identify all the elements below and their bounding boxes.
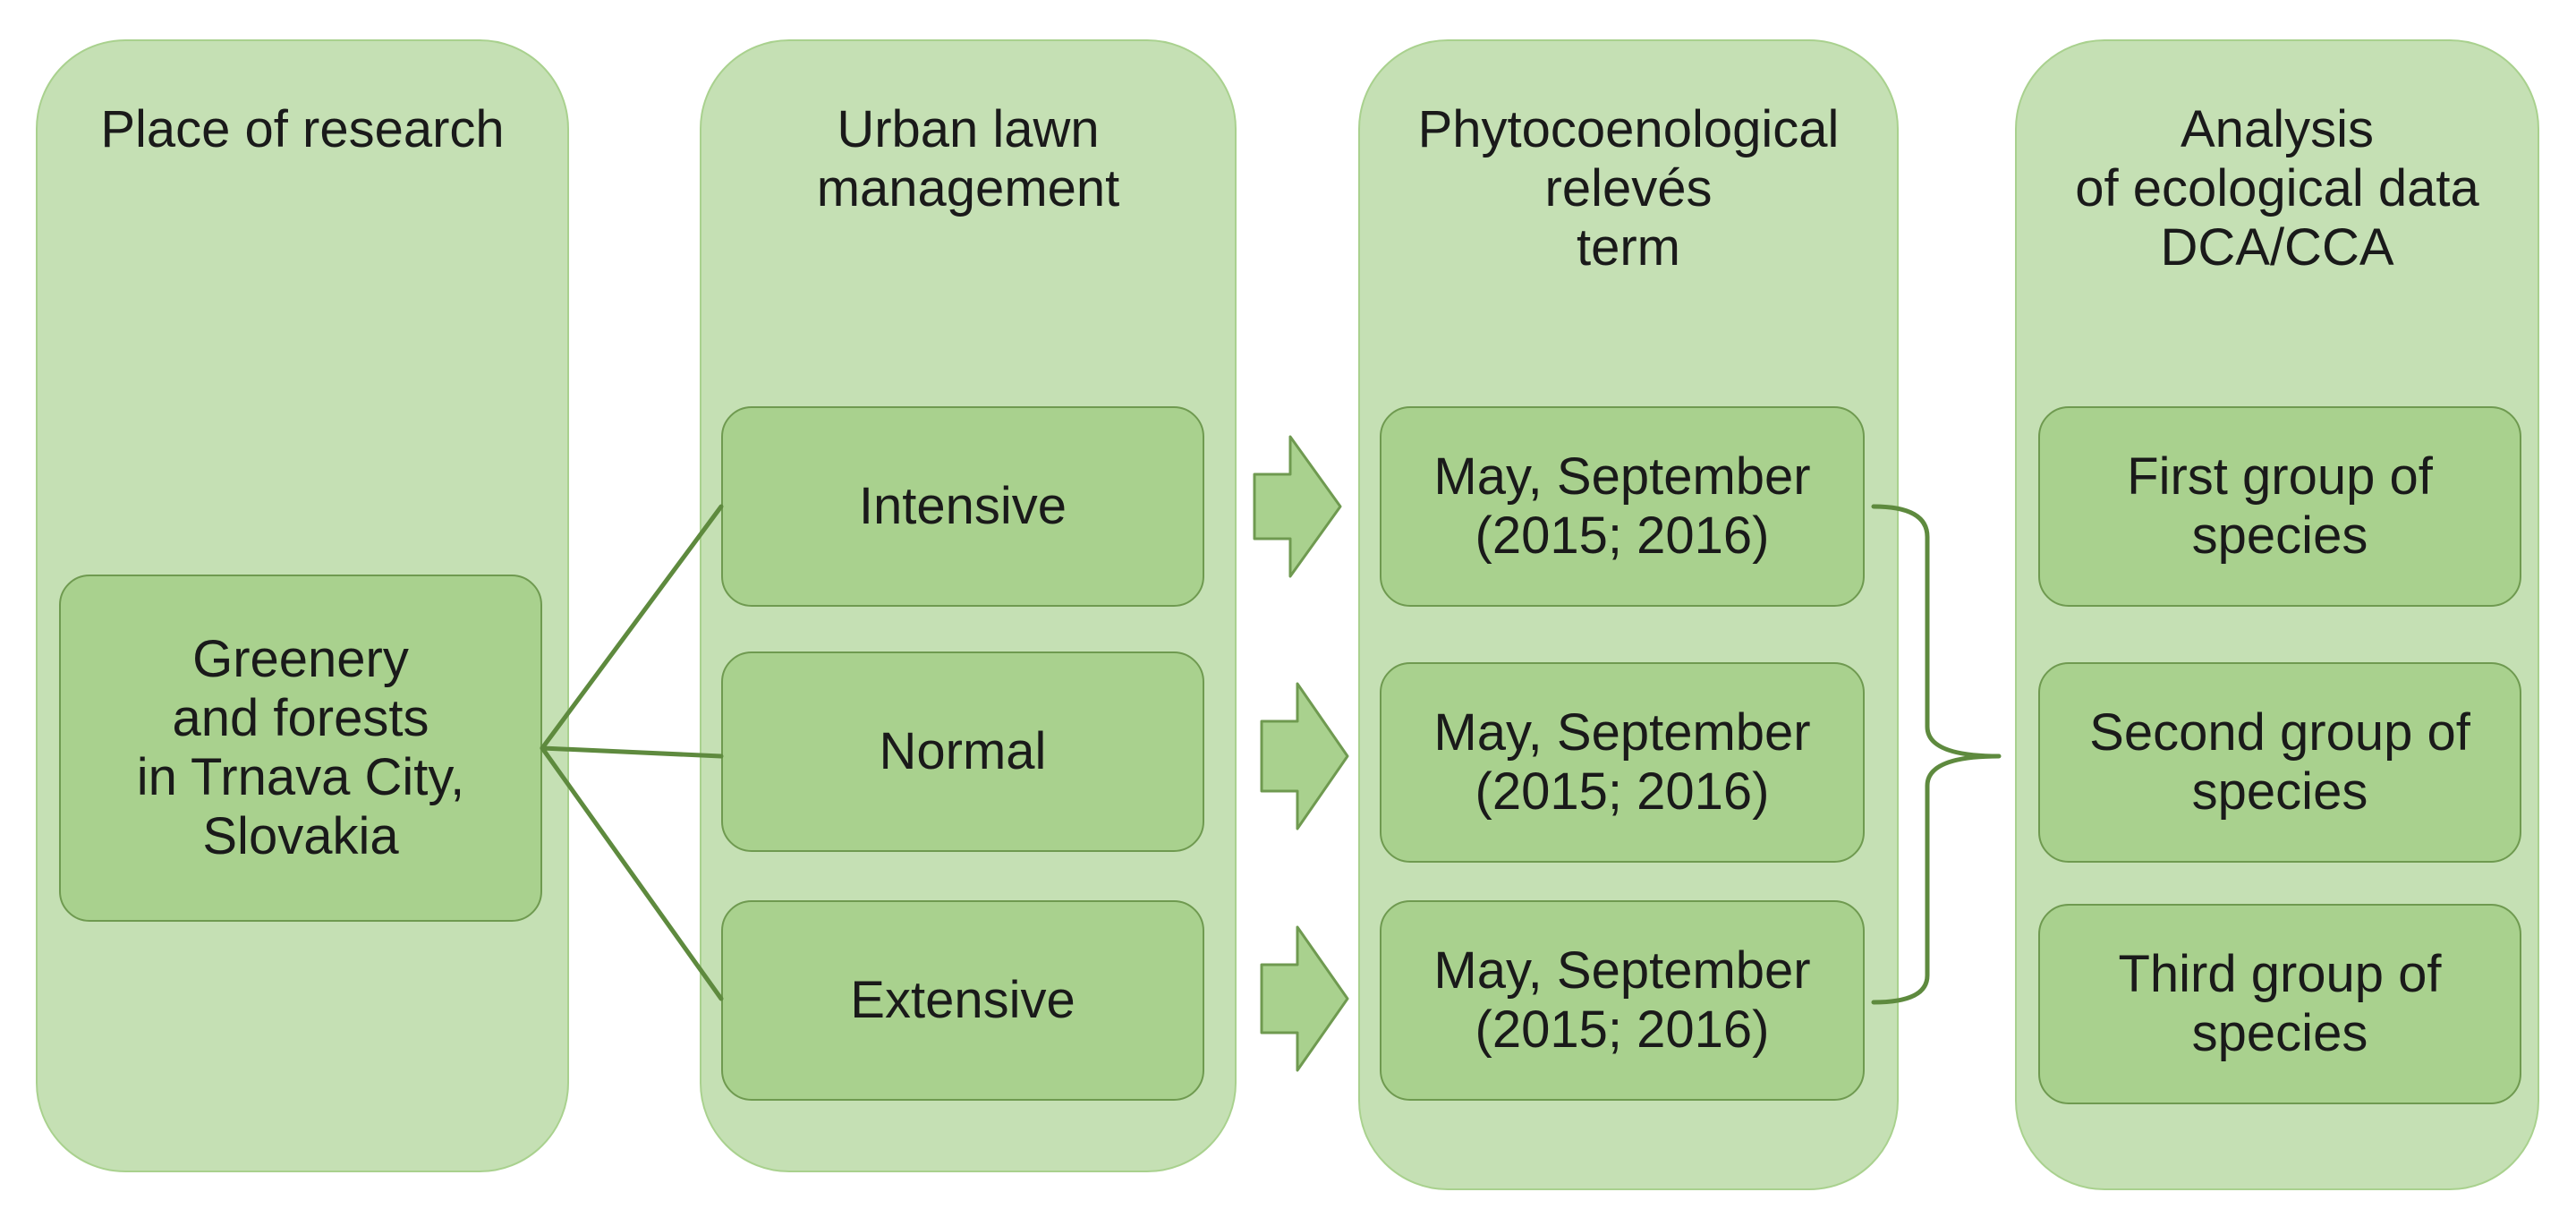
column-title-releves: Phytocoenological relevés term xyxy=(1417,100,1840,277)
place-box: Greenery and forests in Trnava City, Slo… xyxy=(59,575,542,922)
group-box-second: Second group of species xyxy=(2038,662,2521,863)
connector-line-intensive xyxy=(540,504,724,751)
management-box-normal: Normal xyxy=(721,651,1204,852)
management-box-intensive: Intensive xyxy=(721,406,1204,607)
term-box-3: May, September (2015; 2016) xyxy=(1380,900,1865,1101)
term-box-2: May, September (2015; 2016) xyxy=(1380,662,1865,863)
connector-line-extensive xyxy=(540,745,724,1001)
group-box-third: Third group of species xyxy=(2038,904,2521,1104)
group-box-first: First group of species xyxy=(2038,406,2521,607)
connector-line-normal xyxy=(540,745,724,759)
column-title-management: Urban lawn management xyxy=(816,100,1120,217)
arrow-extensive-to-term xyxy=(1260,925,1349,1072)
column-title-analysis: Analysis of ecological data DCA/CCA xyxy=(2075,100,2479,277)
management-box-extensive: Extensive xyxy=(721,900,1204,1101)
arrow-normal-to-term xyxy=(1260,682,1349,830)
term-box-1: May, September (2015; 2016) xyxy=(1380,406,1865,607)
column-title-place: Place of research xyxy=(100,100,505,158)
arrow-intensive-to-term xyxy=(1253,435,1342,578)
